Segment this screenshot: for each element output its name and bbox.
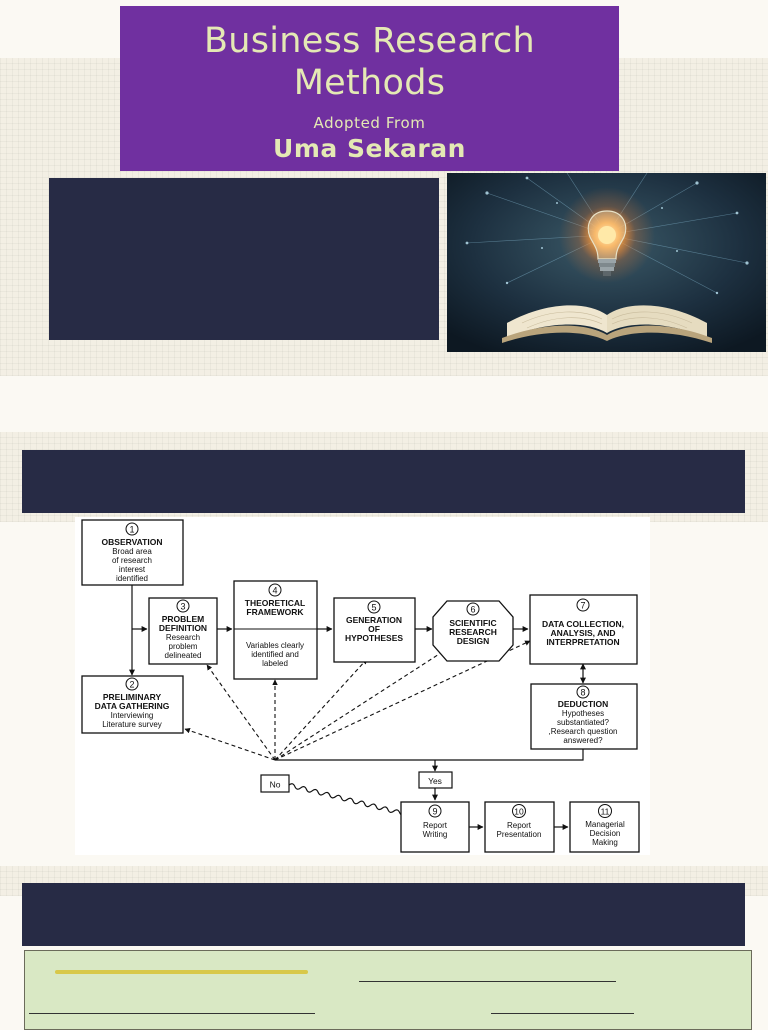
svg-text:9: 9 — [432, 807, 437, 817]
svg-text:substantiated?: substantiated? — [557, 718, 610, 727]
svg-text:DATA GATHERING: DATA GATHERING — [95, 701, 170, 711]
svg-text:labeled: labeled — [262, 659, 288, 668]
svg-text:1: 1 — [129, 525, 134, 535]
box-deduction: 8 DEDUCTION Hypotheses substantiated? ,R… — [530, 683, 638, 750]
dark-panel-bottom — [22, 883, 745, 946]
rule-line — [359, 981, 616, 982]
research-process-flowchart: 1 OBSERVATION Broad area of research int… — [81, 519, 640, 853]
svg-text:Writing: Writing — [423, 830, 448, 839]
svg-text:DEDUCTION: DEDUCTION — [558, 699, 609, 709]
notes-box — [24, 950, 752, 1030]
svg-text:,Research question: ,Research question — [549, 727, 618, 736]
svg-text:Decision: Decision — [590, 829, 621, 838]
svg-text:FRAMEWORK: FRAMEWORK — [246, 607, 304, 617]
box-generation-of-hypotheses: 5 GENERATION OF HYPOTHESES — [333, 597, 416, 663]
svg-text:Broad area: Broad area — [112, 547, 152, 556]
no-label-box: No — [260, 774, 290, 793]
svg-text:7: 7 — [580, 601, 585, 611]
research-process-diagram: 1 OBSERVATION Broad area of research int… — [75, 517, 650, 855]
svg-text:PRELIMINARY: PRELIMINARY — [103, 692, 162, 702]
svg-text:6: 6 — [470, 605, 475, 615]
svg-text:OF: OF — [368, 624, 380, 634]
svg-text:Report: Report — [507, 821, 532, 830]
svg-text:identified: identified — [116, 574, 148, 583]
box-preliminary-data-gathering: 2 PRELIMINARY DATA GATHERING Interviewin… — [81, 675, 184, 734]
svg-text:DATA COLLECTION,: DATA COLLECTION, — [542, 619, 624, 629]
highlight-line — [55, 970, 308, 974]
svg-text:OBSERVATION: OBSERVATION — [102, 537, 163, 547]
svg-text:problem: problem — [169, 642, 198, 651]
svg-text:PROBLEM: PROBLEM — [162, 614, 205, 624]
box-theoretical-framework: 4 THEORETICAL FRAMEWORK Variables clearl… — [233, 580, 318, 680]
svg-text:3: 3 — [180, 602, 185, 612]
box-observation: 1 OBSERVATION Broad area of research int… — [81, 519, 184, 586]
svg-text:of research: of research — [112, 556, 152, 565]
svg-text:interest: interest — [119, 565, 146, 574]
svg-text:2: 2 — [129, 680, 134, 690]
svg-text:8: 8 — [580, 688, 585, 698]
svg-text:Yes: Yes — [428, 776, 442, 786]
svg-text:delineated: delineated — [165, 651, 202, 660]
svg-text:ANALYSIS, AND: ANALYSIS, AND — [550, 628, 615, 638]
svg-text:10: 10 — [514, 807, 524, 817]
author-name: Uma Sekaran — [273, 134, 466, 163]
svg-text:Literature survey: Literature survey — [102, 720, 162, 729]
title-line-2: Methods — [293, 63, 446, 103]
dark-panel-top — [49, 178, 439, 340]
box-problem-definition: 3 PROBLEM DEFINITION Research problem de… — [148, 597, 218, 665]
svg-text:Variables clearly: Variables clearly — [246, 641, 304, 650]
svg-text:Managerial: Managerial — [585, 820, 625, 829]
svg-text:identified and: identified and — [251, 650, 299, 659]
subtitle: Adopted From — [313, 114, 426, 132]
svg-text:THEORETICAL: THEORETICAL — [245, 598, 305, 608]
rule-line — [491, 1013, 634, 1014]
svg-text:Presentation: Presentation — [497, 830, 542, 839]
box-managerial-decision-making: 11 Managerial Decision Making — [569, 801, 640, 853]
svg-text:No: No — [270, 780, 281, 790]
box-report-writing: 9 Report Writing — [400, 801, 470, 853]
lightbulb-over-open-book-icon — [447, 173, 766, 352]
svg-text:Hypotheses: Hypotheses — [562, 709, 604, 718]
title-line-1: Business Research — [203, 21, 536, 61]
svg-text:11: 11 — [601, 807, 610, 817]
svg-text:DEFINITION: DEFINITION — [159, 623, 207, 633]
svg-text:5: 5 — [371, 603, 376, 613]
svg-text:GENERATION: GENERATION — [346, 615, 402, 625]
yes-label-box: Yes — [418, 771, 453, 789]
lightbulb-book-image — [447, 173, 766, 352]
svg-text:answered?: answered? — [563, 736, 603, 745]
svg-text:RESEARCH: RESEARCH — [449, 627, 497, 637]
box-data-collection: 7 DATA COLLECTION, ANALYSIS, AND INTERPR… — [529, 594, 638, 665]
svg-text:4: 4 — [272, 586, 277, 596]
svg-text:INTERPRETATION: INTERPRETATION — [546, 637, 619, 647]
svg-text:SCIENTIFIC: SCIENTIFIC — [449, 618, 496, 628]
svg-text:Report: Report — [423, 821, 448, 830]
page-title: Business Research Methods — [120, 20, 619, 104]
svg-text:Research: Research — [166, 633, 200, 642]
title-banner: Business Research Methods Adopted From U… — [120, 6, 619, 171]
svg-text:DESIGN: DESIGN — [457, 636, 490, 646]
rule-line — [29, 1013, 315, 1014]
svg-text:HYPOTHESES: HYPOTHESES — [345, 633, 403, 643]
box-scientific-research-design: 6 SCIENTIFIC RESEARCH DESIGN — [432, 600, 514, 662]
svg-text:Interviewing: Interviewing — [111, 711, 154, 720]
svg-text:Making: Making — [592, 838, 618, 847]
box-report-presentation: 10 Report Presentation — [484, 801, 555, 853]
dark-panel-middle — [22, 450, 745, 513]
